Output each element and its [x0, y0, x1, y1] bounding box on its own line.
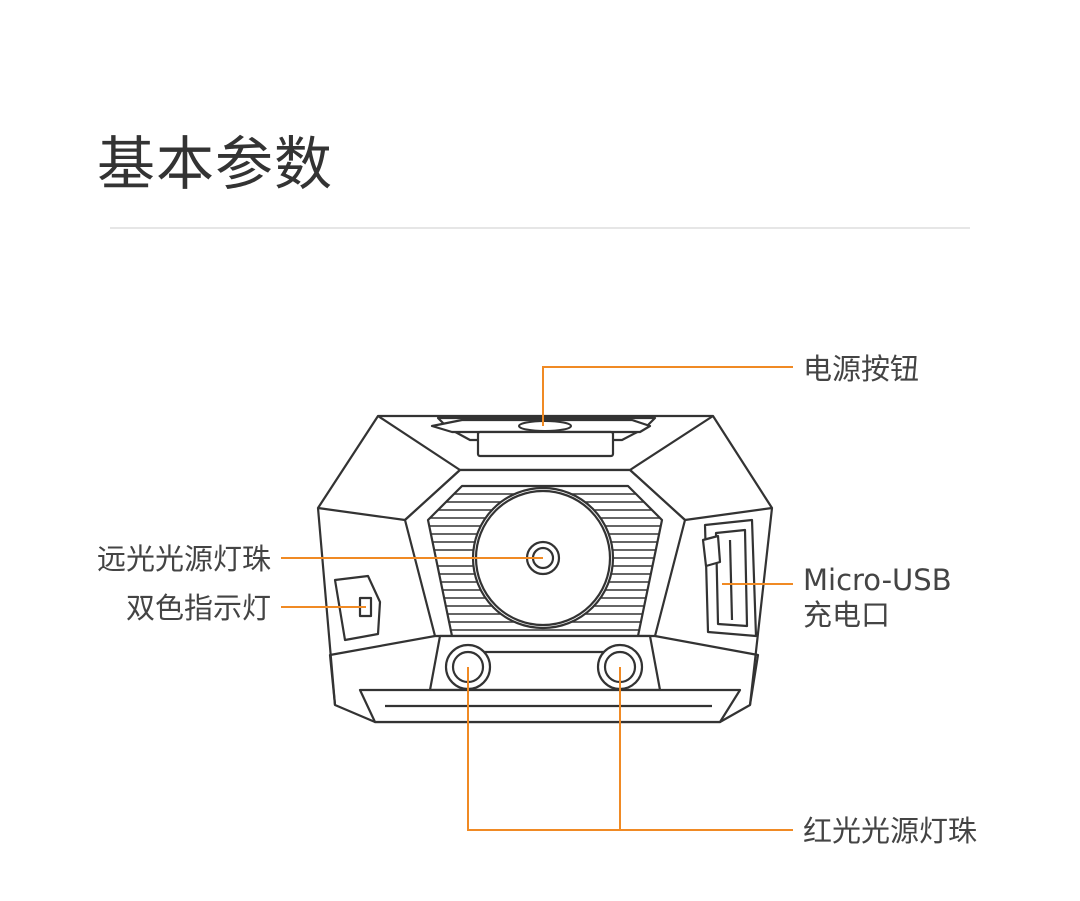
label-power-button: 电源按钮 — [803, 352, 920, 386]
lower-right-facet — [654, 634, 760, 706]
button-neck — [476, 430, 615, 458]
title-divider — [110, 227, 970, 229]
page-title: 基本参数 — [97, 130, 334, 198]
label-red-led: 红光光源灯珠 — [803, 814, 978, 848]
label-high-beam-led: 远光光源灯珠 — [97, 542, 272, 576]
power-button — [518, 420, 572, 432]
label-dual-color-indicator: 双色指示灯 — [126, 591, 272, 625]
callout-power-button — [542, 366, 793, 426]
label-micro-usb: Micro-USB — [803, 563, 952, 597]
callout-red-led — [467, 667, 793, 831]
label-micro-usb-port: 充电口 — [803, 598, 891, 632]
lower-left-facet — [328, 634, 436, 706]
callout-lines — [281, 366, 793, 831]
